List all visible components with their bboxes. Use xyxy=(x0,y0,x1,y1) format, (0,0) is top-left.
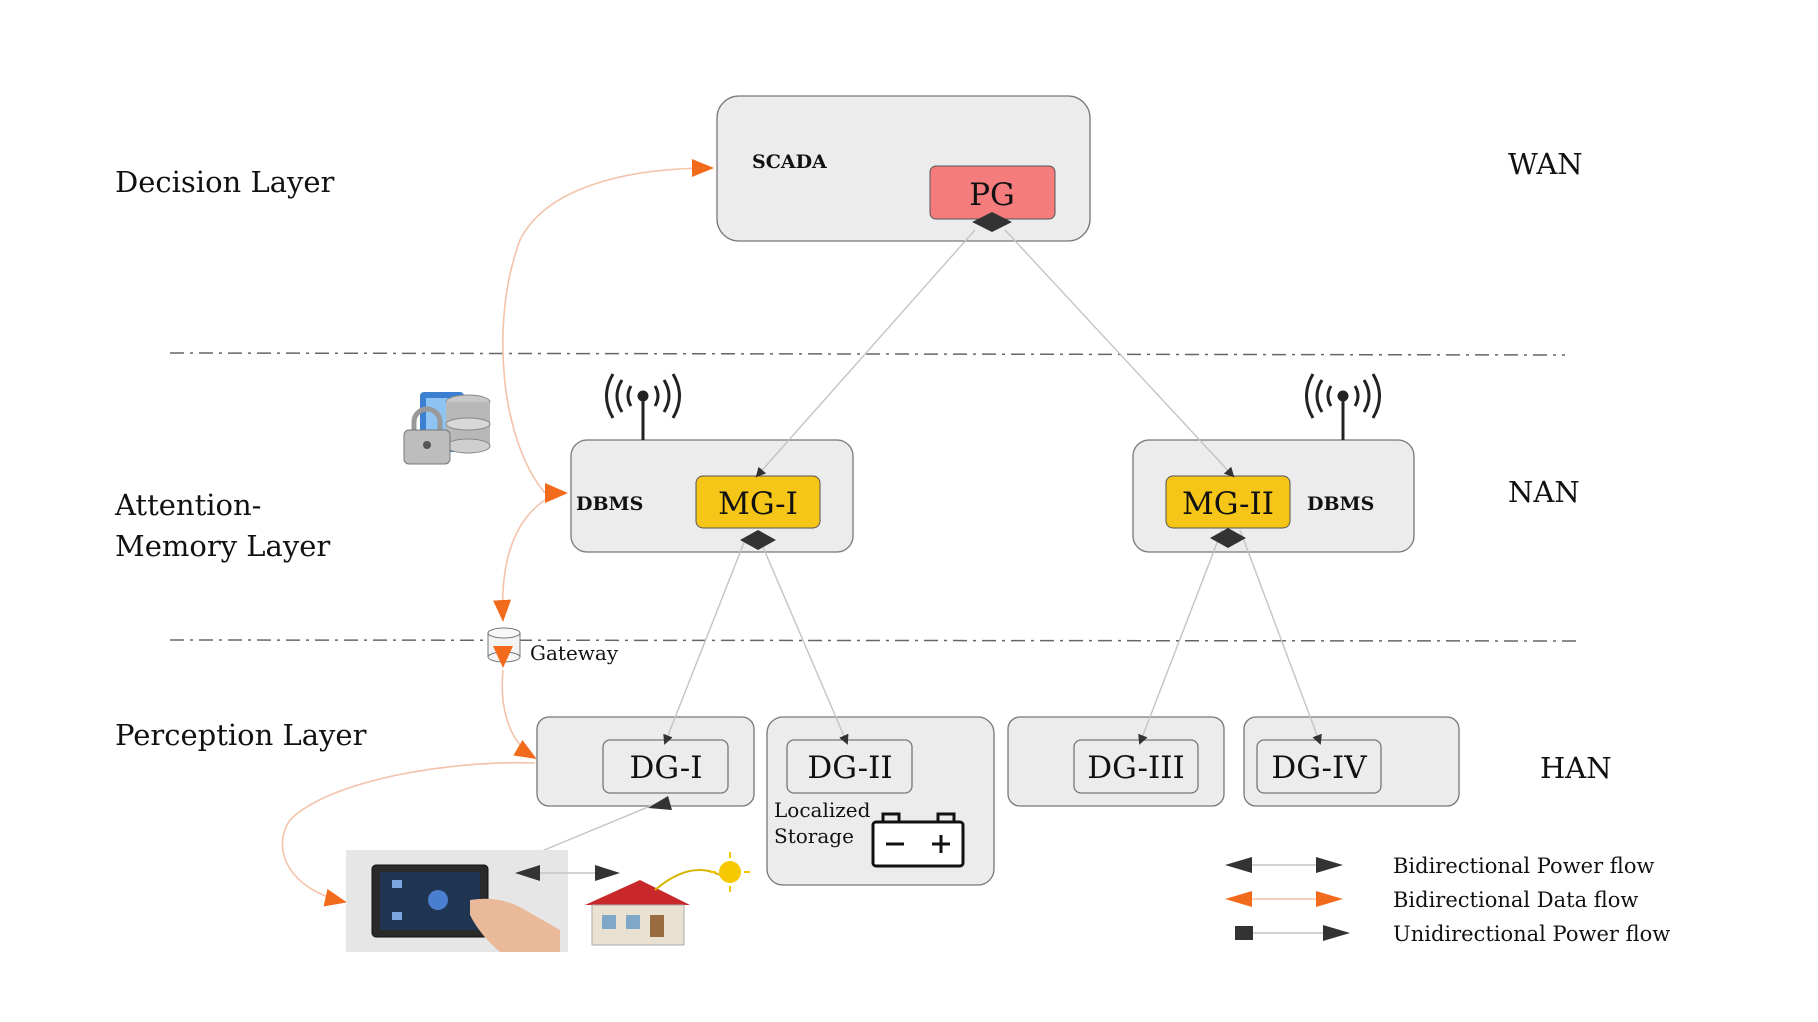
data-flow-curves xyxy=(281,159,714,907)
antenna-icon xyxy=(605,373,681,440)
dg4-label: DG-IV xyxy=(1271,750,1367,786)
mg1-label: MG-I xyxy=(718,486,798,522)
solar-house-image xyxy=(568,850,766,954)
layer-separator-bottom xyxy=(169,639,1581,642)
legend: Bidirectional Power flow Bidirectional D… xyxy=(1225,854,1670,946)
legend-bidirectional-power-label: Bidirectional Power flow xyxy=(1393,854,1654,878)
attention-layer-label-line2: Memory Layer xyxy=(115,529,330,563)
pg-label: PG xyxy=(969,177,1015,213)
mg2-connector-diamond xyxy=(1210,528,1246,548)
pg-connector-diamond xyxy=(972,212,1012,232)
dg3-label: DG-III xyxy=(1087,750,1184,786)
perception-layer-label: Perception Layer xyxy=(115,718,367,752)
layer-separator-top xyxy=(169,352,1566,356)
storage-label-line2: Storage xyxy=(774,824,854,848)
storage-label-line1: Localized xyxy=(774,798,871,822)
legend-bidirectional-data-label: Bidirectional Data flow xyxy=(1393,888,1638,912)
battery-icon xyxy=(871,812,965,868)
data-arrow-head xyxy=(545,483,568,503)
scada-label: SCADA xyxy=(752,151,827,173)
dbms-left-label: DBMS xyxy=(576,493,643,515)
mg2-label: MG-II xyxy=(1182,486,1274,522)
nan-label: NAN xyxy=(1508,475,1580,509)
dg2-label: DG-II xyxy=(807,750,892,786)
dg1-label: DG-I xyxy=(630,750,703,786)
dg1-connector-arrow xyxy=(648,796,672,810)
wan-label: WAN xyxy=(1508,147,1583,181)
legend-bidirectional-data-swatch xyxy=(1225,891,1343,907)
bidirectional-power-arrow xyxy=(515,865,620,881)
attention-layer-label-line1: Attention- xyxy=(114,488,261,522)
han-label: HAN xyxy=(1540,751,1612,785)
decision-layer-label: Decision Layer xyxy=(115,165,335,199)
touch-panel-image xyxy=(346,850,568,952)
legend-unidirectional-power-swatch xyxy=(1235,925,1350,941)
legend-bidirectional-power-swatch xyxy=(1225,857,1343,873)
dg2-node[interactable] xyxy=(786,739,913,794)
data-arrow-head xyxy=(493,646,513,668)
power-flow-lines xyxy=(523,229,1322,860)
mg1-connector-diamond xyxy=(740,530,776,550)
database-lock-icon xyxy=(403,392,491,465)
dbms-right-label: DBMS xyxy=(1307,493,1374,515)
antenna-icon xyxy=(1305,373,1381,440)
gateway-label: Gateway xyxy=(530,641,619,665)
legend-unidirectional-power-label: Unidirectional Power flow xyxy=(1393,922,1670,946)
dg3-node[interactable] xyxy=(1073,739,1199,794)
